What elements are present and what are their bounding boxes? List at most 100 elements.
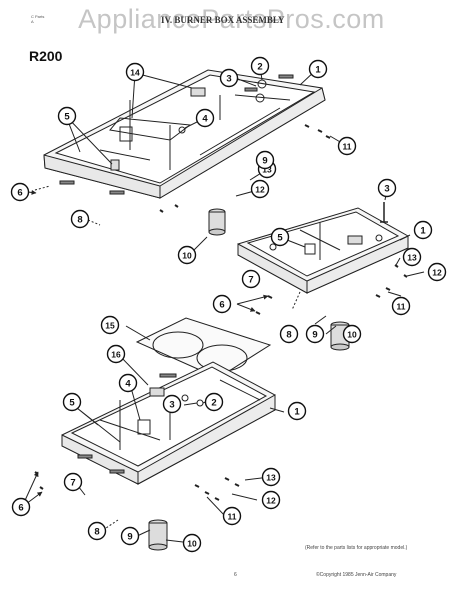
callout-b3: 3 <box>377 178 397 198</box>
callout-number: 13 <box>262 164 272 174</box>
callout-a2: 2 <box>250 56 270 76</box>
callout-number: 7 <box>248 274 253 285</box>
callout-number: 5 <box>64 111 70 122</box>
callout-circle <box>308 59 328 79</box>
callout-number: 4 <box>202 113 208 124</box>
callout-circle <box>177 245 197 265</box>
header-line: A <box>31 19 34 24</box>
callout-circle <box>100 315 120 335</box>
callout-number: 8 <box>77 214 82 225</box>
callout-b6: 6 <box>212 294 232 314</box>
callout-circle <box>63 472 83 492</box>
callout-circle <box>279 324 299 344</box>
callout-circle <box>342 324 362 344</box>
callout-a3: 3 <box>219 68 239 88</box>
callout-number: 11 <box>228 511 237 521</box>
callout-number: 13 <box>407 252 417 262</box>
callout-c16: 16 <box>106 344 126 364</box>
callout-a10: 10 <box>177 245 197 265</box>
callout-circle <box>241 269 261 289</box>
callout-circle <box>222 506 242 526</box>
callout-c11: 11 <box>222 506 242 526</box>
callout-a5: 5 <box>57 106 77 126</box>
callout-b12: 12 <box>427 262 447 282</box>
watermark: AppliancePartsPros.com <box>78 4 385 34</box>
callout-circle <box>250 179 270 199</box>
callout-a1: 1 <box>308 59 328 79</box>
callout-number: 12 <box>266 495 276 505</box>
callout-circle <box>337 136 357 156</box>
callout-c2: 2 <box>204 392 224 412</box>
callout-circle <box>250 56 270 76</box>
callout-circle <box>62 392 82 412</box>
callout-circle <box>402 247 422 267</box>
callout-number: 8 <box>286 329 291 340</box>
callout-circle <box>10 182 30 202</box>
callout-a9: 9 <box>255 150 275 170</box>
page-number: 6 <box>234 572 237 578</box>
callout-circle <box>212 294 232 314</box>
callout-c10: 10 <box>182 533 202 553</box>
callout-circle <box>195 108 215 128</box>
callout-circle <box>427 262 447 282</box>
callout-number: 2 <box>211 397 216 408</box>
callout-circle <box>255 150 275 170</box>
callout-number: 12 <box>432 267 442 277</box>
callout-circle <box>106 344 126 364</box>
callout-circle <box>261 467 281 487</box>
callout-circle <box>87 521 107 541</box>
callout-b10: 10 <box>342 324 362 344</box>
callout-number: 11 <box>397 301 406 311</box>
callout-number: 16 <box>111 349 121 359</box>
callout-number: 3 <box>226 73 231 84</box>
assembly-bottom <box>21 317 285 551</box>
callout-number: 1 <box>420 225 426 236</box>
callout-circle <box>162 394 182 414</box>
copyright-line: ©Copyright 1985 Jenn-Air Company <box>316 572 397 578</box>
callout-circle <box>305 324 325 344</box>
assembly-top <box>11 65 348 256</box>
callout-number: 9 <box>262 155 267 166</box>
callout-b11: 11 <box>391 296 411 316</box>
callout-circle <box>413 220 433 240</box>
callout-a12: 12 <box>250 179 270 199</box>
callout-circle <box>70 209 90 229</box>
callout-b7: 7 <box>241 269 261 289</box>
callout-c5: 5 <box>62 392 82 412</box>
callout-number: 13 <box>266 472 276 482</box>
callout-number: 5 <box>69 397 75 408</box>
callout-circle <box>118 373 138 393</box>
callout-number: 5 <box>277 232 283 243</box>
callout-number: 10 <box>182 250 192 260</box>
callout-b9: 9 <box>305 324 325 344</box>
callout-c7: 7 <box>63 472 83 492</box>
callout-c15: 15 <box>100 315 120 335</box>
callout-circle <box>287 401 307 421</box>
callout-number: 2 <box>257 61 262 72</box>
callout-b5: 5 <box>270 227 290 247</box>
callout-c8: 8 <box>87 521 107 541</box>
callout-circle <box>120 526 140 546</box>
callout-circle <box>219 68 239 88</box>
callout-c3: 3 <box>162 394 182 414</box>
callout-c1: 1 <box>287 401 307 421</box>
callout-b1: 1 <box>413 220 433 240</box>
assembly-middle <box>236 188 425 351</box>
callout-number: 11 <box>343 141 352 151</box>
callout-circle <box>11 497 31 517</box>
callout-number: 4 <box>125 378 131 389</box>
callout-number: 6 <box>219 299 224 310</box>
callout-c12: 12 <box>261 490 281 510</box>
callout-number: 3 <box>169 399 174 410</box>
callout-number: 1 <box>315 64 321 75</box>
callout-circle <box>57 106 77 126</box>
callout-b13: 13 <box>402 247 422 267</box>
callout-number: 3 <box>384 183 389 194</box>
callout-a8: 8 <box>70 209 90 229</box>
callout-number: 10 <box>347 329 357 339</box>
callout-c4: 4 <box>118 373 138 393</box>
callout-number: 6 <box>18 502 23 513</box>
callout-a6: 6 <box>10 182 30 202</box>
